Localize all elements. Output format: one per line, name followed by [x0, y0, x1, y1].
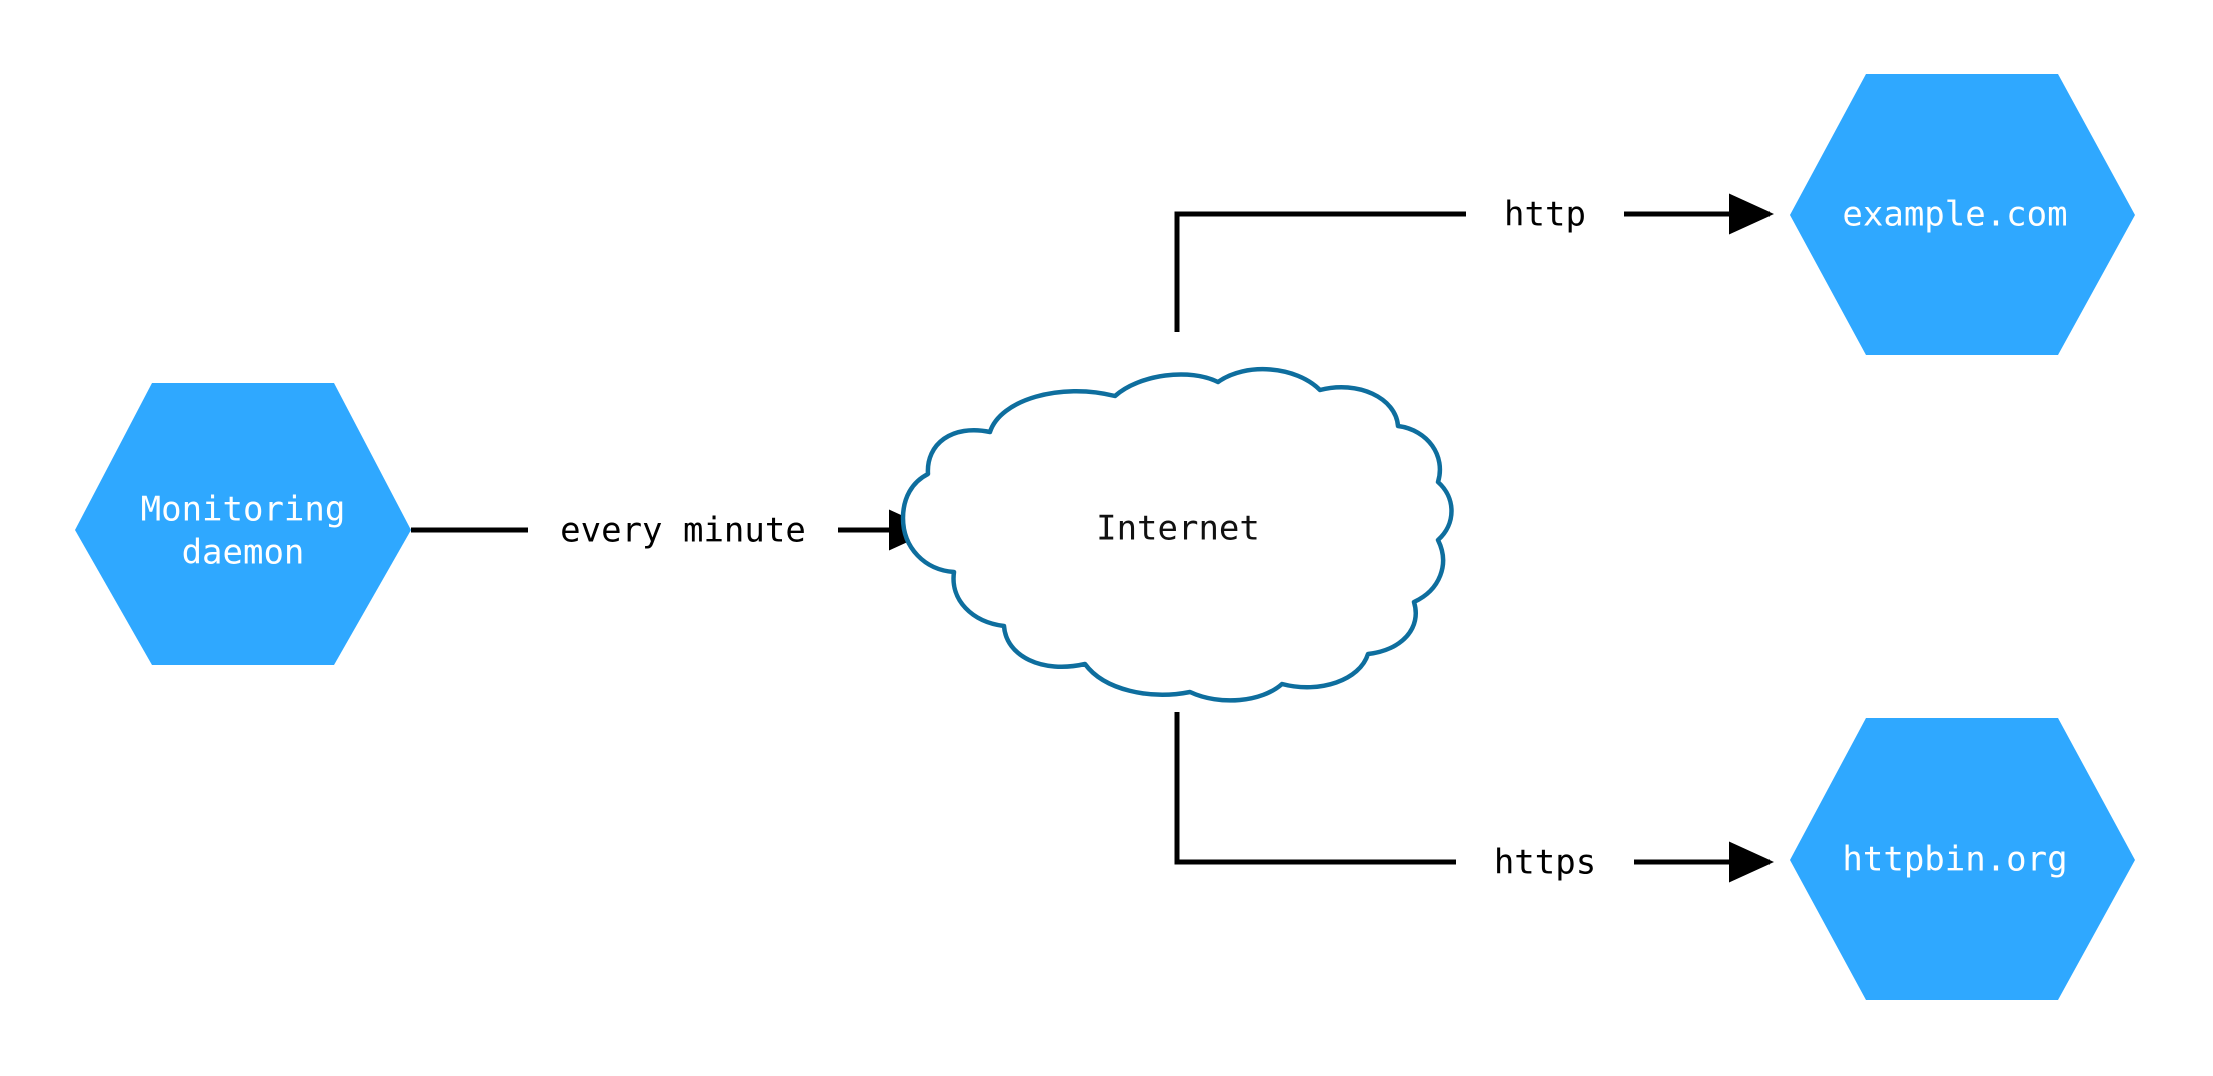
node-internet[interactable]: Internet: [900, 366, 1454, 703]
example-com-hexagon-shape[interactable]: [1790, 74, 2135, 355]
edge-label-https: https: [1494, 843, 1596, 883]
node-example-com[interactable]: example.com: [1790, 74, 2135, 355]
edge-daemon-to-internet: every minute: [411, 509, 935, 551]
node-httpbin-org[interactable]: httpbin.org: [1790, 718, 2135, 1000]
edge-internet-to-httpbin-segment-left: [1174, 712, 1456, 865]
monitoring-daemon-label-line2: daemon: [182, 533, 305, 573]
monitoring-daemon-label-line1: Monitoring: [141, 490, 346, 530]
node-monitoring-daemon[interactable]: Monitoring daemon: [75, 383, 411, 665]
monitoring-daemon-hexagon-shape[interactable]: [75, 383, 411, 665]
httpbin-org-label: httpbin.org: [1842, 840, 2067, 880]
internet-label: Internet: [1096, 509, 1260, 549]
internet-cloud-shape[interactable]: [900, 366, 1454, 703]
httpbin-org-hexagon-shape[interactable]: [1790, 718, 2135, 1000]
edge-internet-to-example-segment-left: [1174, 211, 1466, 332]
edge-label-http: http: [1504, 195, 1586, 235]
example-com-label: example.com: [1842, 195, 2067, 235]
edge-internet-to-httpbin: https: [1174, 712, 1775, 883]
edge-internet-to-example: http: [1174, 193, 1775, 332]
edge-label-every-minute: every minute: [560, 511, 806, 551]
